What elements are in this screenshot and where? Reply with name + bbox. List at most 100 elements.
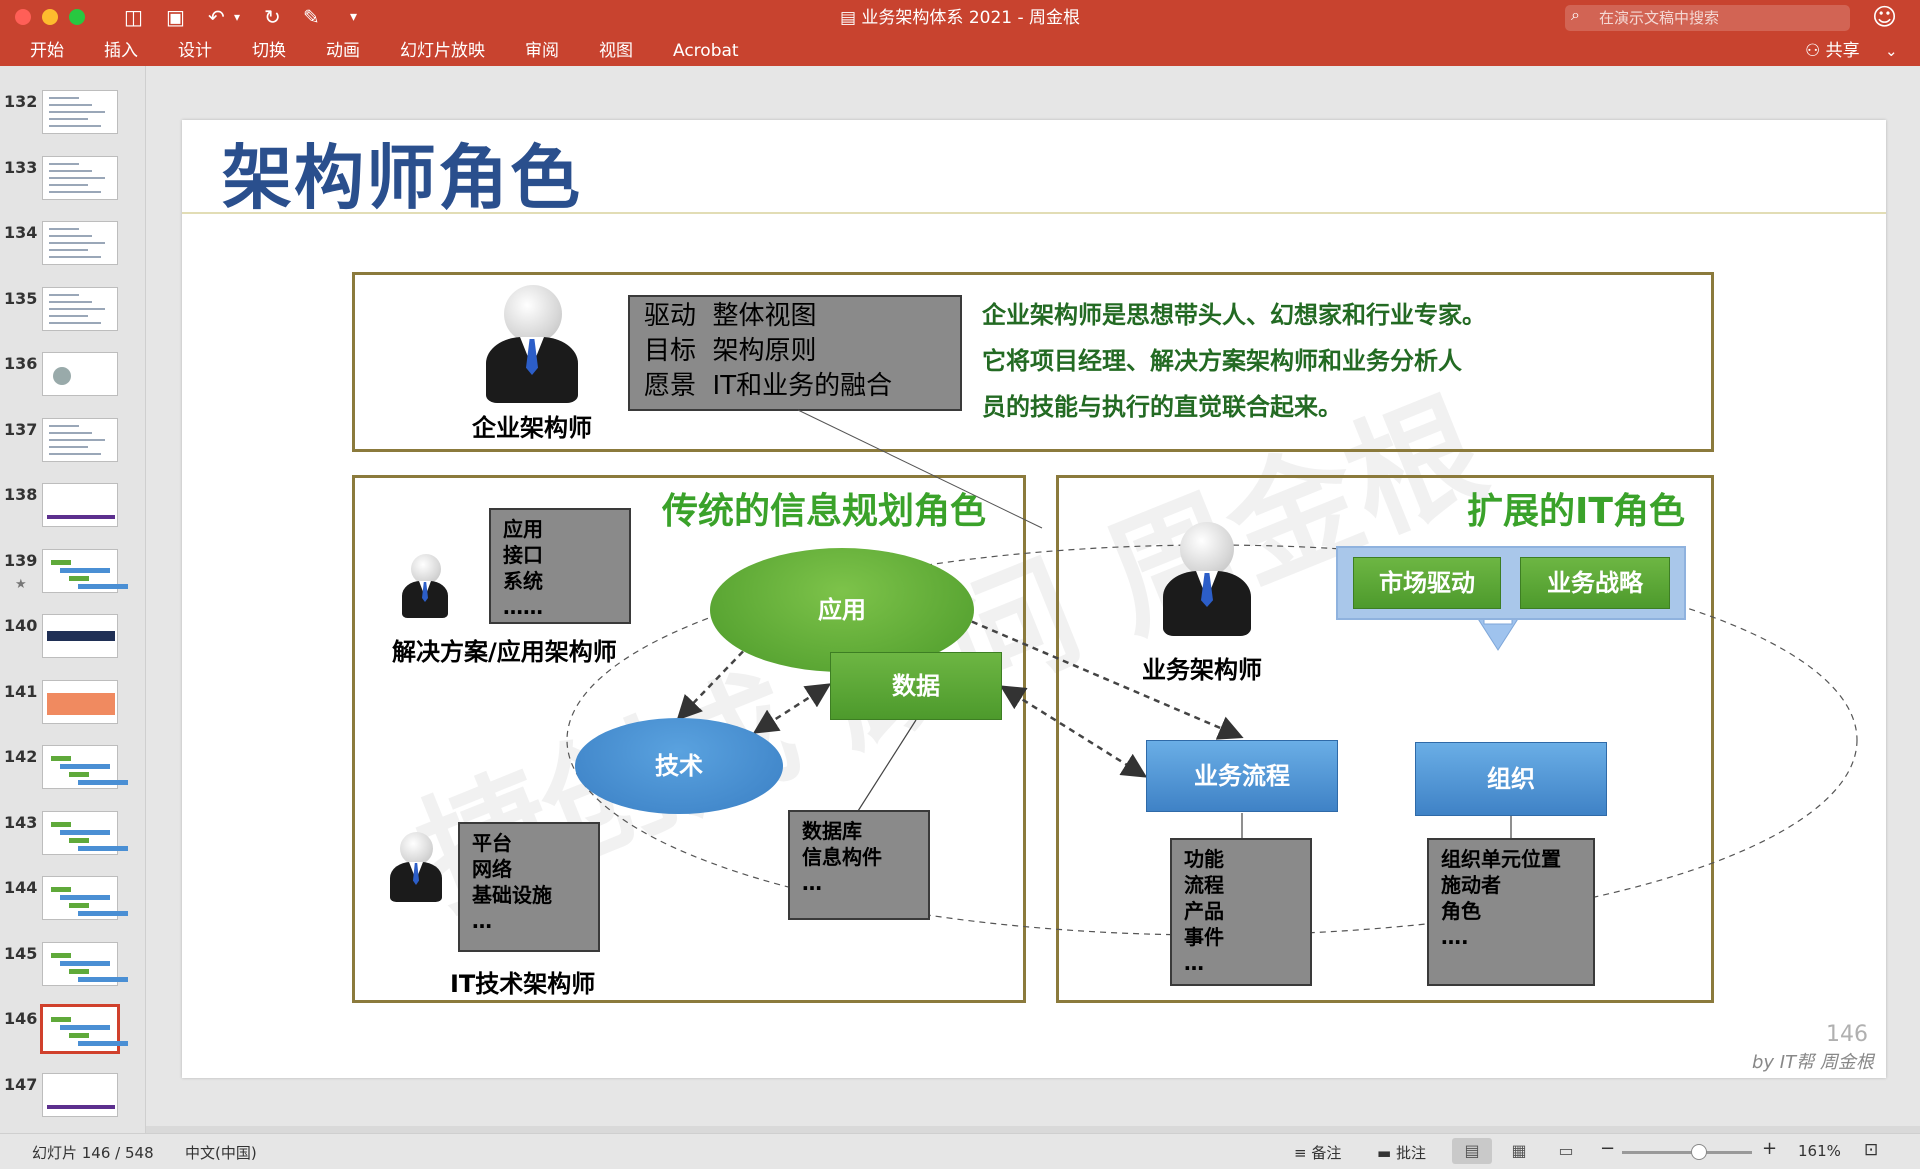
horizontal-scrollbar[interactable] — [146, 1126, 1920, 1133]
close-window-button[interactable] — [15, 9, 31, 25]
ribbon-tab[interactable]: 动画 — [326, 41, 360, 61]
save-icon[interactable]: ▣ — [166, 5, 185, 29]
normal-view-icon[interactable]: ▤ — [1452, 1138, 1492, 1164]
undo-icon[interactable]: ↶ — [208, 5, 225, 29]
slide-thumbnail-preview[interactable] — [42, 679, 118, 724]
slide-thumbnail[interactable]: 146 — [0, 1004, 145, 1067]
document-title-area: ▤ 业务架构体系 2021 - 周金根 — [0, 6, 1920, 30]
draw-icon[interactable]: ✎ — [303, 5, 320, 29]
ribbon-tabs: 开始 插入 设计 切换 动画 幻灯片放映 审阅 视图 Acrobat — [0, 38, 749, 64]
notes-button[interactable]: ≡ 备注 — [1294, 1144, 1342, 1162]
slide-sorter-icon[interactable]: ▦ — [1511, 1141, 1527, 1160]
title-divider — [182, 212, 1886, 214]
ribbon-tab[interactable]: 审阅 — [525, 41, 559, 61]
sidebar-toggle-icon[interactable]: ◫ — [124, 5, 143, 29]
slide-counter: 幻灯片 146 / 548 — [32, 1144, 154, 1162]
enterprise-architect-box — [352, 272, 1714, 452]
ribbon-tab[interactable]: 幻灯片放映 — [400, 41, 485, 61]
language-indicator[interactable]: 中文(中国) — [185, 1144, 257, 1162]
zoom-slider[interactable] — [1622, 1151, 1752, 1154]
slide-thumbnail-number: 138 — [4, 485, 38, 504]
slide-thumbnail-number: 136 — [4, 354, 38, 373]
minimize-window-button[interactable] — [42, 9, 58, 25]
slide-thumbnail-number: 143 — [4, 812, 38, 832]
slide-thumbnail[interactable]: 137 — [0, 417, 145, 478]
slide-thumbnail-preview[interactable] — [42, 745, 128, 789]
enterprise-architect-figure — [482, 285, 582, 403]
slide-thumbnail-preview[interactable] — [42, 810, 128, 855]
feedback-smiley-icon[interactable]: ☺ — [1872, 3, 1898, 31]
slide-thumbnail[interactable]: 136 — [0, 352, 145, 412]
slide-thumbnail-preview[interactable] — [42, 614, 118, 658]
slide-thumbnail-preview[interactable] — [42, 352, 118, 396]
it-items-box: 平台 网络 基础设施 … — [458, 822, 600, 952]
slide-thumbnail-preview[interactable] — [42, 941, 128, 986]
search-input[interactable] — [1565, 5, 1850, 31]
zoom-slider-handle[interactable] — [1691, 1144, 1707, 1160]
slide-thumbnail-preview[interactable] — [42, 876, 128, 920]
slide-thumbnail[interactable]: 133 — [0, 155, 145, 216]
zoom-level[interactable]: 161% — [1798, 1142, 1841, 1160]
organization-rect: 组织 — [1415, 742, 1607, 816]
ribbon-tab[interactable]: 切换 — [252, 41, 286, 61]
ribbon-tab[interactable]: 视图 — [599, 41, 633, 61]
app-process-arrow — [886, 583, 1244, 740]
ribbon-tab[interactable]: 插入 — [104, 41, 138, 61]
enterprise-goals-table: 驱动 整体视图 目标 架构原则 愿景 IT和业务的融合 — [628, 295, 962, 411]
slide-canvas[interactable]: 捷创成 顾问 周金根 架构师角色 企业架构师 驱动 整体视图 目标 架构原则 愿… — [182, 120, 1886, 1078]
slide-thumbnail-preview[interactable] — [42, 155, 118, 200]
slide-thumbnail[interactable]: 145 — [0, 941, 145, 1002]
share-button[interactable]: ⚇ 共享 — [1805, 41, 1860, 61]
zoom-out-icon[interactable]: − — [1600, 1138, 1616, 1159]
slide-page-number: 146 — [1826, 1022, 1868, 1047]
slide-thumbnail-preview[interactable] — [42, 286, 118, 331]
slide-thumbnail-preview[interactable] — [42, 548, 128, 593]
slide-thumbnail-number: 144 — [4, 878, 38, 897]
slide-thumbnail-number: 140 — [4, 616, 38, 635]
slide-thumbnail-preview[interactable] — [42, 1072, 118, 1117]
redo-icon[interactable]: ↻ — [264, 5, 281, 29]
slide-thumbnail-preview[interactable] — [42, 483, 118, 527]
status-bar: 幻灯片 146 / 548 中文(中国) ≡ 备注 ▬ 批注 ▤ ▦ ▭ − +… — [0, 1133, 1920, 1169]
slide-thumbnail[interactable]: 140 — [0, 614, 145, 674]
ribbon-tab[interactable]: 设计 — [178, 41, 212, 61]
technology-ellipse: 技术 — [575, 718, 783, 814]
slide-thumbnail-preview[interactable] — [42, 221, 118, 265]
slide-thumbnail[interactable]: 143 — [0, 810, 145, 871]
fit-to-window-icon[interactable]: ⊡ — [1864, 1140, 1879, 1160]
slide-thumbnail[interactable]: 142 — [0, 745, 145, 805]
slide-title: 架构师角色 — [222, 137, 582, 219]
app-tech-arrow — [676, 584, 808, 721]
slide-thumbnail[interactable]: 144 — [0, 876, 145, 936]
zoom-window-button[interactable] — [69, 9, 85, 25]
search-icon: ⌕ — [1571, 5, 1580, 24]
slide-thumbnail[interactable]: 134 — [0, 221, 145, 281]
slide-thumbnail[interactable]: 147 — [0, 1072, 145, 1133]
business-architect-figure — [1160, 522, 1254, 636]
slide-thumbnail-number: 139 — [4, 550, 38, 570]
slide-thumbnail[interactable]: 139★ — [0, 548, 145, 609]
enterprise-description: 企业架构师是思想带头人、幻想家和行业专家。 它将项目经理、解决方案架构师和业务分… — [982, 301, 1486, 421]
slide-thumbnail-preview[interactable] — [42, 90, 118, 134]
customize-toolbar-icon[interactable]: ▾ — [350, 9, 358, 25]
comments-button[interactable]: ▬ 批注 — [1377, 1144, 1426, 1162]
presenter-view-icon[interactable]: ▭ — [1558, 1141, 1574, 1160]
document-icon: ▤ — [839, 8, 862, 28]
zoom-in-icon[interactable]: + — [1762, 1138, 1778, 1159]
slide-thumbnail-preview[interactable] — [40, 1004, 128, 1054]
chevron-down-icon[interactable]: ⌄ — [1885, 42, 1898, 60]
slide-thumbnail[interactable]: 141 — [0, 679, 145, 740]
vertical-scrollbar[interactable] — [1904, 66, 1920, 1126]
ribbon-tab[interactable]: 开始 — [30, 41, 64, 61]
title-bar: ◫ ▣ ↶ ▾ ↻ ✎ ▾ ▤ 业务架构体系 2021 - 周金根 ⌕ ☺ 开始… — [0, 0, 1920, 66]
document-title: 业务架构体系 2021 - 周金根 — [861, 8, 1081, 28]
ribbon-tab[interactable]: Acrobat — [673, 41, 739, 61]
slide-thumbnail[interactable]: 132 — [0, 90, 145, 150]
undo-dropdown-icon[interactable]: ▾ — [234, 10, 241, 24]
market-driven-rect: 市场驱动 — [1353, 557, 1501, 609]
slide-thumbnail[interactable]: 138 — [0, 483, 145, 543]
slide-thumbnail-preview[interactable] — [42, 417, 118, 462]
business-process-rect: 业务流程 — [1146, 740, 1338, 812]
slide-thumbnail[interactable]: 135 — [0, 286, 145, 347]
